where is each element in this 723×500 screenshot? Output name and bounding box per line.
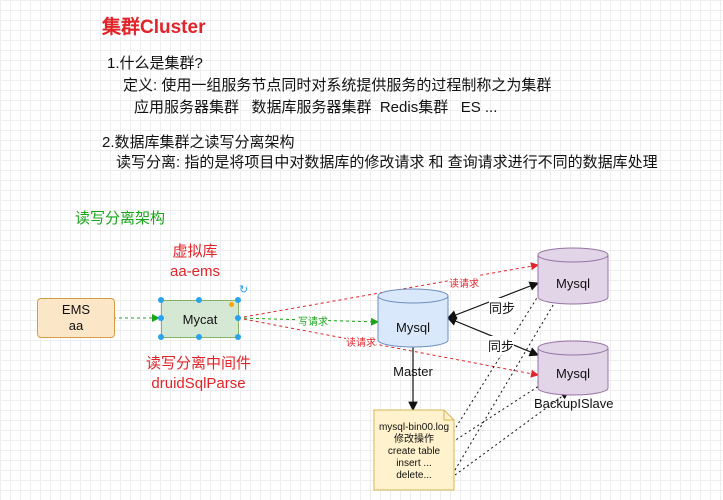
read-request-edge-bottom xyxy=(237,317,539,378)
slave2-db-label: Mysql xyxy=(556,366,590,381)
binlog-line: 修改操作 xyxy=(394,434,434,445)
mycat-label: Mycat xyxy=(182,311,218,327)
slave2-db-cylinder xyxy=(537,340,609,396)
question-1-definition: 定义: 使用一组服务节点同时对系统提供服务的过程制称之为集群 xyxy=(123,77,552,94)
slave2-role-label: BackupISlave xyxy=(534,396,614,411)
resize-handle[interactable] xyxy=(235,315,241,321)
binlog-line: insert ... xyxy=(396,458,432,469)
read-request-label-top: 读请求 xyxy=(449,275,479,290)
ems-box: EMS aa xyxy=(37,298,115,338)
middleware-label: 读写分离中间件 druidSqlParse xyxy=(146,354,251,394)
question-2-definition: 读写分离: 指的是将项目中对数据库的修改请求 和 查询请求进行不同的数据库处理 xyxy=(116,154,658,171)
ems-db-label: aa xyxy=(68,318,84,333)
slave1-db-cylinder xyxy=(537,247,609,305)
write-request-label: 写请求 xyxy=(298,313,328,328)
virtual-db-name: aa-ems xyxy=(170,263,221,280)
binlog-to-slave1-edge xyxy=(447,284,546,441)
binlog-to-slave1-edge-b xyxy=(454,284,566,471)
binlog-to-slave2-edge-b xyxy=(454,391,569,476)
slave1-db-label: Mysql xyxy=(556,276,590,291)
architecture-title: 读写分离架构 xyxy=(75,210,166,227)
binlog-note-text: mysql-bin00.log 修改操作 create table insert… xyxy=(374,422,454,482)
ems-label: EMS xyxy=(61,302,91,317)
binlog-note xyxy=(373,409,455,491)
master-role-label: Master xyxy=(393,364,433,379)
middleware-name: druidSqlParse xyxy=(151,375,246,392)
connection-point[interactable] xyxy=(229,302,234,307)
binlog-line: delete... xyxy=(396,470,432,481)
resize-handle[interactable] xyxy=(196,334,202,340)
resize-handle[interactable] xyxy=(235,297,241,303)
virtual-db-title: 虚拟库 xyxy=(172,243,218,260)
page-title: 集群Cluster xyxy=(102,17,206,38)
write-request-edge xyxy=(237,317,379,326)
binlog-to-slave2-edge xyxy=(447,381,546,446)
mycat-box[interactable]: Mycat xyxy=(161,300,239,338)
resize-handle[interactable] xyxy=(158,315,164,321)
question-2: 2.数据库集群之读写分离架构 xyxy=(102,134,295,151)
resize-handle[interactable] xyxy=(158,334,164,340)
binlog-line: mysql-bin00.log xyxy=(378,422,450,433)
rotate-icon[interactable]: ↻ xyxy=(239,284,249,296)
resize-handle[interactable] xyxy=(196,297,202,303)
middleware-title: 读写分离中间件 xyxy=(146,355,252,372)
question-1: 1.什么是集群? xyxy=(107,55,203,72)
virtual-db-label: 虚拟库 aa-ems xyxy=(170,242,220,282)
read-request-label-bottom: 读请求 xyxy=(346,334,376,349)
sync-label-2: 同步 xyxy=(488,336,515,355)
binlog-line: create table xyxy=(387,446,441,457)
resize-handle[interactable] xyxy=(235,334,241,340)
question-1-examples: 应用服务器集群 数据库服务器集群 Redis集群 ES ... xyxy=(134,99,498,116)
master-db-label: Mysql xyxy=(396,320,430,335)
master-db-cylinder xyxy=(377,288,449,348)
sync-label-1: 同步 xyxy=(489,298,516,317)
resize-handle[interactable] xyxy=(158,297,164,303)
